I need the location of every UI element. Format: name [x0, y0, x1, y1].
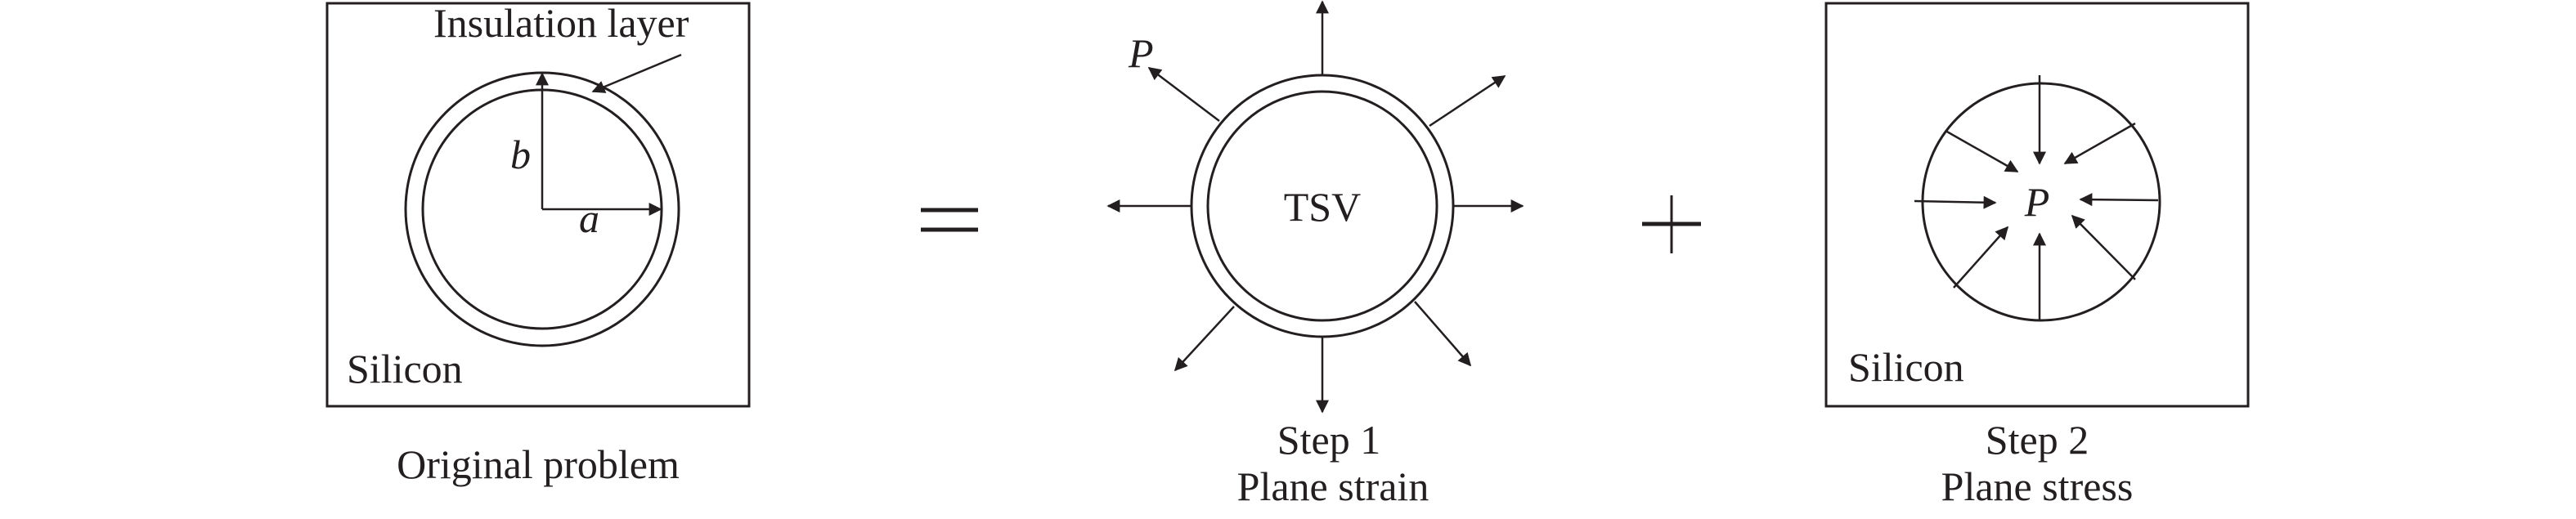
equals-sign: = [921, 208, 978, 232]
step1-caption: Step 1 [1277, 417, 1380, 463]
panel-step2-plane-stress: P Silicon Step 2 Plane stress [1824, 2, 2250, 509]
step2-caption: Step 2 [1986, 417, 2089, 463]
plane-stress-caption: Plane stress [1941, 463, 2134, 509]
silicon-box [325, 2, 751, 408]
radius-a-label: a [579, 195, 599, 241]
insulation-pointer-arrow [591, 53, 682, 93]
pressure-label: P [2024, 179, 2050, 225]
plane-strain-caption: Plane strain [1237, 463, 1429, 509]
plus-sign: + [1642, 195, 1701, 253]
silicon-box [1824, 2, 2250, 408]
inward-pressure-arrows [1914, 75, 2159, 320]
insulation-layer-label: Insulation layer [433, 0, 689, 46]
original-problem-caption: Original problem [397, 441, 680, 487]
tsv-circle [1206, 90, 1438, 322]
panel-step1-plane-strain: P TSV Step 1 Plane strain [1106, 0, 1524, 509]
pressure-label: P [1128, 30, 1154, 76]
panel-original-problem: Insulation layer b a Silicon Original pr… [325, 0, 751, 487]
silicon-label: Silicon [347, 346, 463, 391]
radius-b-label: b [510, 132, 531, 177]
outward-pressure-arrows [1106, 0, 1524, 414]
silicon-label: Silicon [1848, 344, 1964, 390]
tsv-label: TSV [1284, 184, 1361, 230]
